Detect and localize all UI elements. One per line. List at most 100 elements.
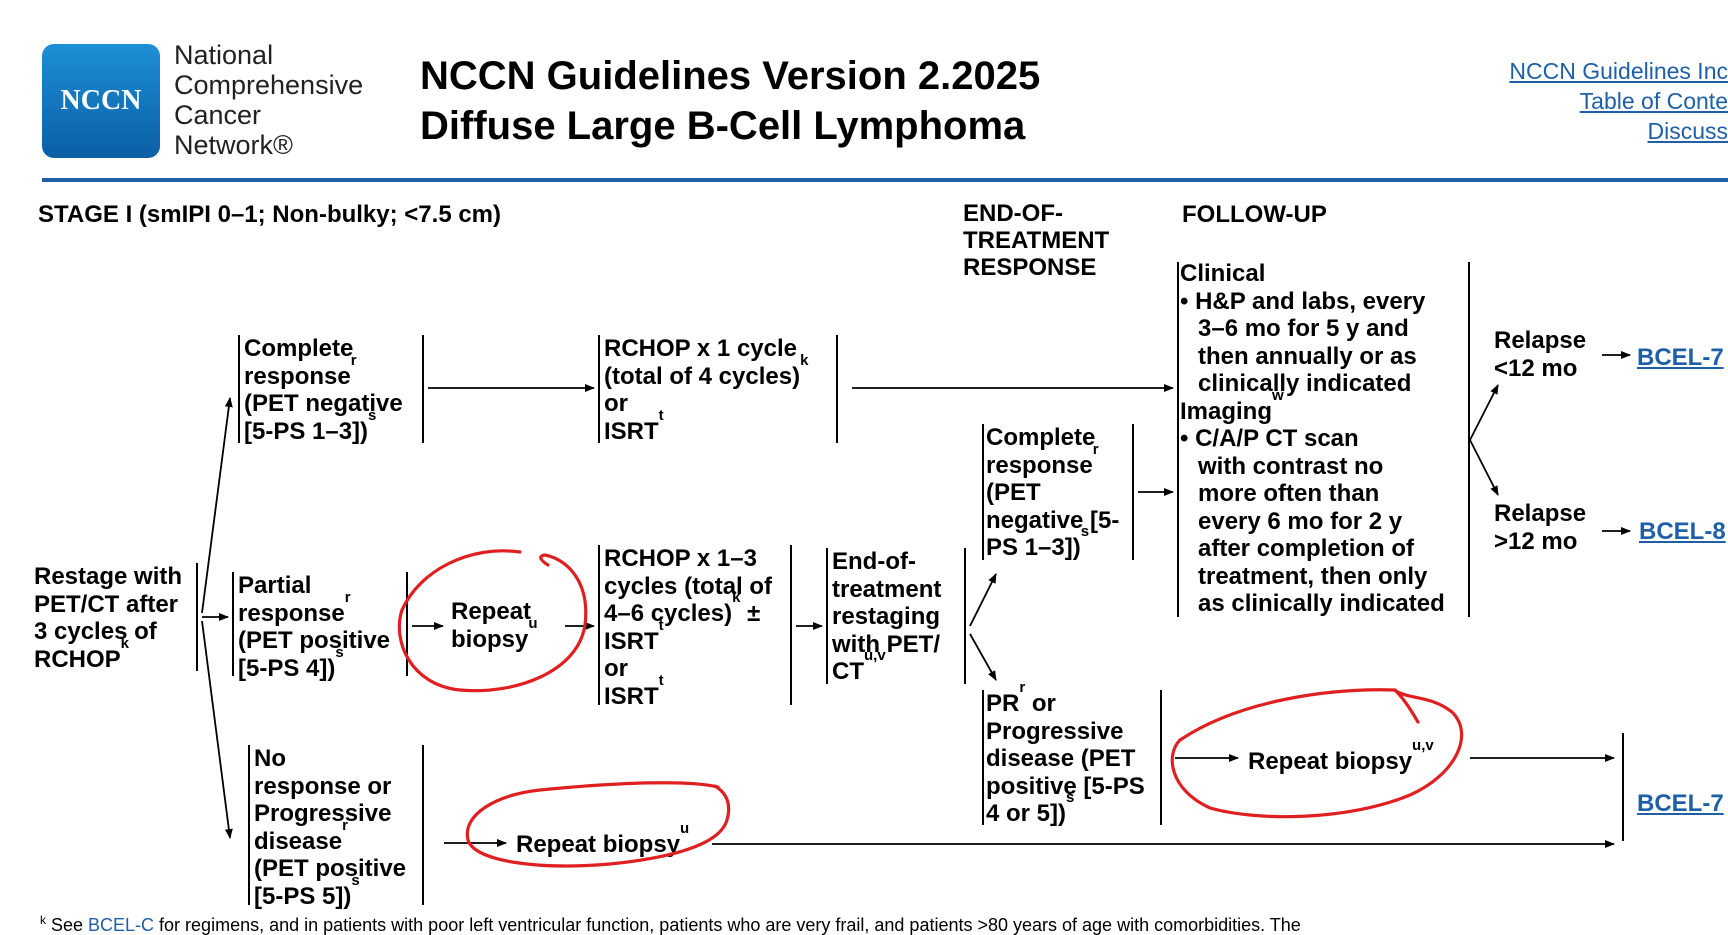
node-text: response xyxy=(986,451,1093,479)
node-line: No xyxy=(254,745,286,772)
node-text: Repeat biopsy xyxy=(1248,748,1413,775)
node-line: Relapse xyxy=(1494,327,1587,354)
node-line: diseaser xyxy=(254,818,406,856)
rchop13-left-bar xyxy=(598,545,600,705)
restage-right-bar xyxy=(196,563,198,671)
node-line: <12 mo xyxy=(1494,354,1578,382)
node-line: biopsyu xyxy=(451,616,538,654)
footnote-ref: t xyxy=(658,671,664,689)
node-line: Progressive xyxy=(986,717,1124,745)
org-name-line: Network® xyxy=(174,130,293,160)
node-line: PRr or xyxy=(986,680,1145,718)
footnote-ref: u xyxy=(528,614,538,632)
arrow-restage-complete xyxy=(201,397,233,614)
footnote-ref: r xyxy=(350,351,357,369)
node-line: or xyxy=(604,655,628,682)
node-text: Imaging xyxy=(1180,397,1273,425)
footnote-ref: s xyxy=(368,406,377,424)
eot-left-bar xyxy=(826,548,828,684)
node-line: responser xyxy=(986,442,1119,480)
node-text: PR xyxy=(986,690,1020,717)
node-line: cycles (total of xyxy=(604,572,773,600)
node-line: Partial xyxy=(238,572,312,599)
footnote-ref: r xyxy=(342,816,348,834)
footnote-ref: s xyxy=(335,643,344,661)
node-line: clinically indicated xyxy=(1198,370,1412,397)
node-line: • H&P and labs, every xyxy=(1180,287,1426,315)
node-text: CT xyxy=(832,658,864,685)
no-response-node: No response or Progressive diseaser (PET… xyxy=(254,745,406,910)
footnote-ref: w xyxy=(1272,386,1284,404)
node-line: ISRTt xyxy=(604,618,772,656)
bcel-7-link-2[interactable]: BCEL-7 xyxy=(1637,790,1724,817)
footnote-ref: t xyxy=(658,406,664,424)
heading-line: END-OF- xyxy=(963,200,1063,227)
guidelines-index-link[interactable]: NCCN Guidelines Inc xyxy=(1509,58,1728,84)
heading-line: TREATMENT xyxy=(963,227,1110,254)
node-line: RCHOPk xyxy=(34,636,182,674)
footnote-ref: s xyxy=(1066,789,1075,806)
bcel-7-link[interactable]: BCEL-7 xyxy=(1637,344,1724,371)
footnote-ref: s xyxy=(351,871,360,889)
discussion-link[interactable]: Discuss xyxy=(1647,118,1728,144)
node-line: or xyxy=(604,390,628,417)
arrow-followup-relapse-gt12 xyxy=(1469,439,1499,496)
followup-left-bar xyxy=(1177,262,1179,617)
complete-left-bar xyxy=(238,335,240,443)
partial-response-node: Partial responser (PET positive [5-PS 4]… xyxy=(238,572,390,682)
arrow-eot-pr xyxy=(969,633,997,681)
guideline-version-title: NCCN Guidelines Version 2.2025 xyxy=(420,54,1041,98)
node-text: ± xyxy=(740,600,761,627)
eot-response-heading: END-OF- TREATMENT RESPONSE xyxy=(963,200,1109,281)
node-line: disease (PET xyxy=(986,745,1136,772)
node-text: ISRT xyxy=(604,682,659,710)
node-line: ISRTt xyxy=(604,408,808,446)
node-text: response xyxy=(238,599,345,627)
node-text: (total of 4 cycles) xyxy=(604,362,801,390)
node-text: RCHOP xyxy=(34,645,121,673)
node-line: PET/CT after xyxy=(34,590,179,618)
node-text: [5-PS 1–3]) xyxy=(244,417,369,445)
eotpr-right-bar xyxy=(1160,690,1162,825)
xref3-left-bar xyxy=(1622,733,1624,841)
node-line: [5-PS 5])s xyxy=(254,873,406,911)
footnote-ref: s xyxy=(1080,523,1090,540)
node-line: Imagingw xyxy=(1180,388,1445,426)
node-line: Complete xyxy=(986,424,1096,451)
node-line: positive [5-PS xyxy=(986,772,1145,800)
stage-heading: STAGE I (smIPI 0–1; Non-bulky; <7.5 cm) xyxy=(38,201,502,228)
node-line: as clinically indicated xyxy=(1198,590,1445,617)
footnote-ref: k xyxy=(800,351,809,369)
footnote-ref: u,v xyxy=(1412,737,1434,754)
bcel-c-link[interactable]: BCEL-C xyxy=(88,915,155,935)
node-line: End-of- xyxy=(832,548,916,575)
bcel-8-link[interactable]: BCEL-8 xyxy=(1639,518,1726,545)
node-line: [5-PS 4])s xyxy=(238,645,390,683)
rchop13-right-bar xyxy=(790,545,792,705)
table-of-contents-link[interactable]: Table of Conte xyxy=(1579,88,1728,114)
noresp-right-bar xyxy=(422,745,424,905)
red-annotation-circle-2 xyxy=(1170,688,1464,819)
node-line: [5-PS 1–3])s xyxy=(244,408,403,446)
node-line: Restage with xyxy=(34,563,183,590)
node-line: Complete xyxy=(244,335,354,362)
node-line: then annually or as xyxy=(1198,342,1417,370)
eotpr-left-bar xyxy=(982,690,984,825)
node-line: responser xyxy=(238,590,390,628)
rchop-1-cycle-node: RCHOP x 1 cycle (total of 4 cycles)k or … xyxy=(604,335,808,445)
node-line: with contrast no xyxy=(1198,452,1384,480)
node-text: biopsy xyxy=(451,625,529,653)
eot-complete-response-node: Complete responser (PET negative [5- PS … xyxy=(986,424,1119,562)
node-line: after completion of xyxy=(1198,535,1415,562)
followup-node: Clinical • H&P and labs, every 3–6 mo fo… xyxy=(1180,260,1445,618)
nccn-logo: NCCN xyxy=(42,44,160,158)
node-line: 3–6 mo for 5 y and xyxy=(1198,315,1409,342)
relapse-lt12-node: Relapse <12 mo xyxy=(1494,327,1586,382)
node-text: ISRT xyxy=(604,417,659,445)
rchop1-right-bar xyxy=(836,335,838,443)
node-line: (PET positive xyxy=(238,627,391,654)
node-line: >12 mo xyxy=(1494,527,1578,555)
node-line: ISRTt xyxy=(604,673,772,711)
node-line: 4 or 5])s xyxy=(986,790,1145,828)
node-line: Relapse xyxy=(1494,500,1587,527)
